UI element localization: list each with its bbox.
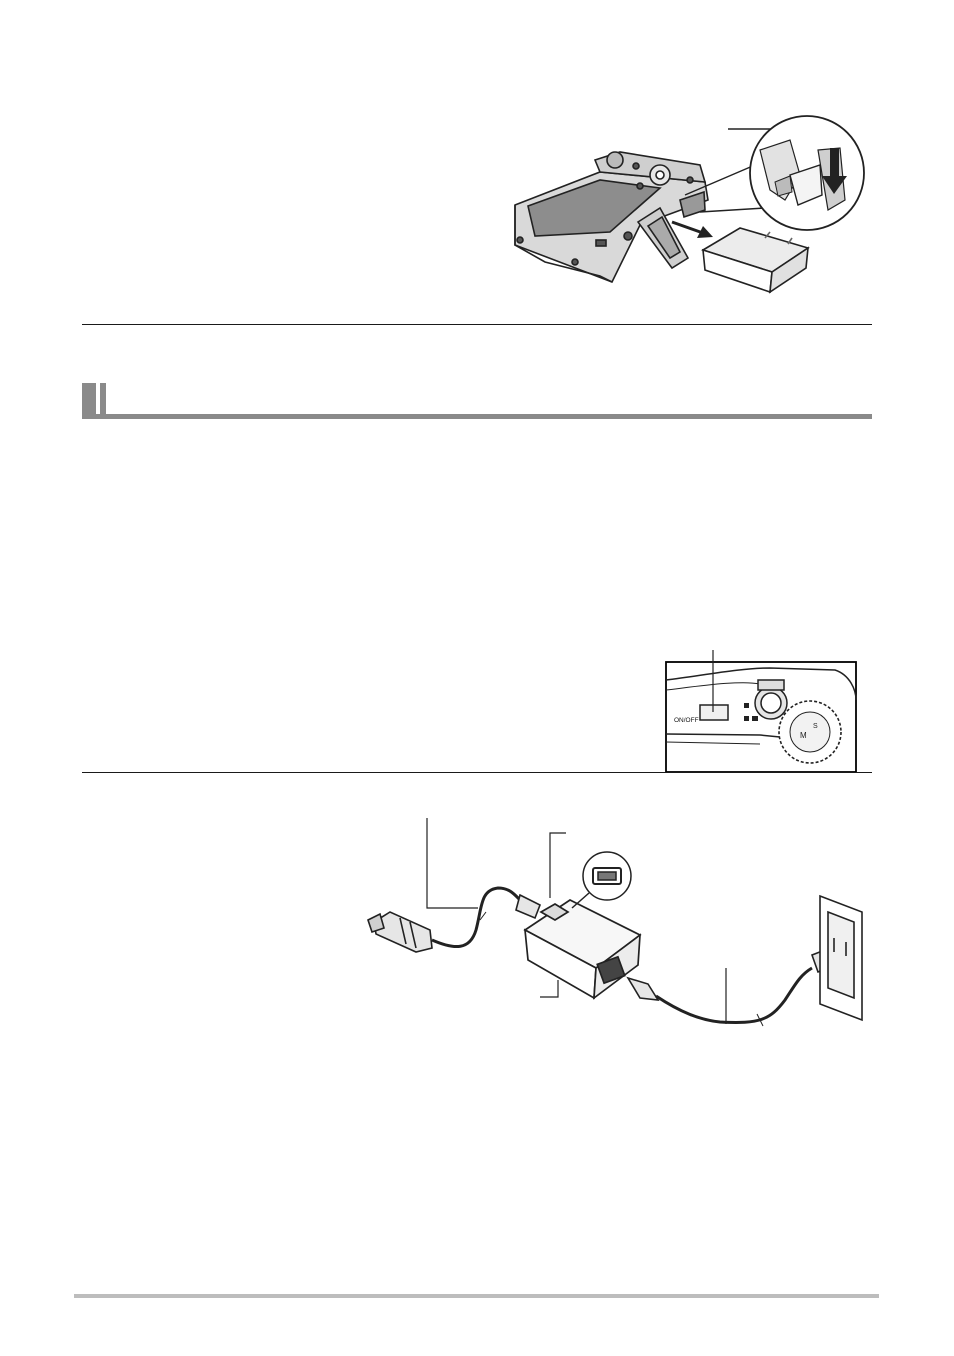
small-mode-icons bbox=[744, 703, 758, 721]
battery-removal-figure bbox=[514, 115, 865, 294]
divider-2 bbox=[82, 772, 872, 773]
wall-outlet-icon bbox=[819, 894, 863, 1022]
usb-cable-icon bbox=[367, 886, 542, 953]
footer-rule bbox=[74, 1294, 879, 1298]
latch-magnifier-icon bbox=[749, 115, 865, 231]
svg-text:S: S bbox=[813, 723, 818, 730]
camera-back-icon bbox=[514, 151, 709, 284]
ac-adaptor-icon bbox=[523, 899, 642, 1000]
power-button-label: ON/OFF bbox=[674, 717, 699, 724]
section-marker-thin bbox=[100, 383, 106, 419]
charger-figure bbox=[367, 818, 863, 1027]
battery-icon bbox=[701, 227, 810, 294]
charger-callout-lines bbox=[426, 818, 727, 1024]
section-heading-rule bbox=[82, 414, 872, 419]
power-button-figure: ON/OFF M S bbox=[665, 650, 857, 773]
section-marker bbox=[82, 383, 96, 419]
power-cord-icon bbox=[626, 946, 838, 1027]
arrow-out-icon bbox=[671, 220, 713, 238]
mode-dial-icon: M S bbox=[778, 700, 842, 764]
svg-text:M: M bbox=[800, 731, 807, 740]
usb-port-icon bbox=[571, 851, 632, 909]
arrow-down-icon bbox=[822, 148, 847, 194]
divider-1 bbox=[82, 324, 872, 325]
